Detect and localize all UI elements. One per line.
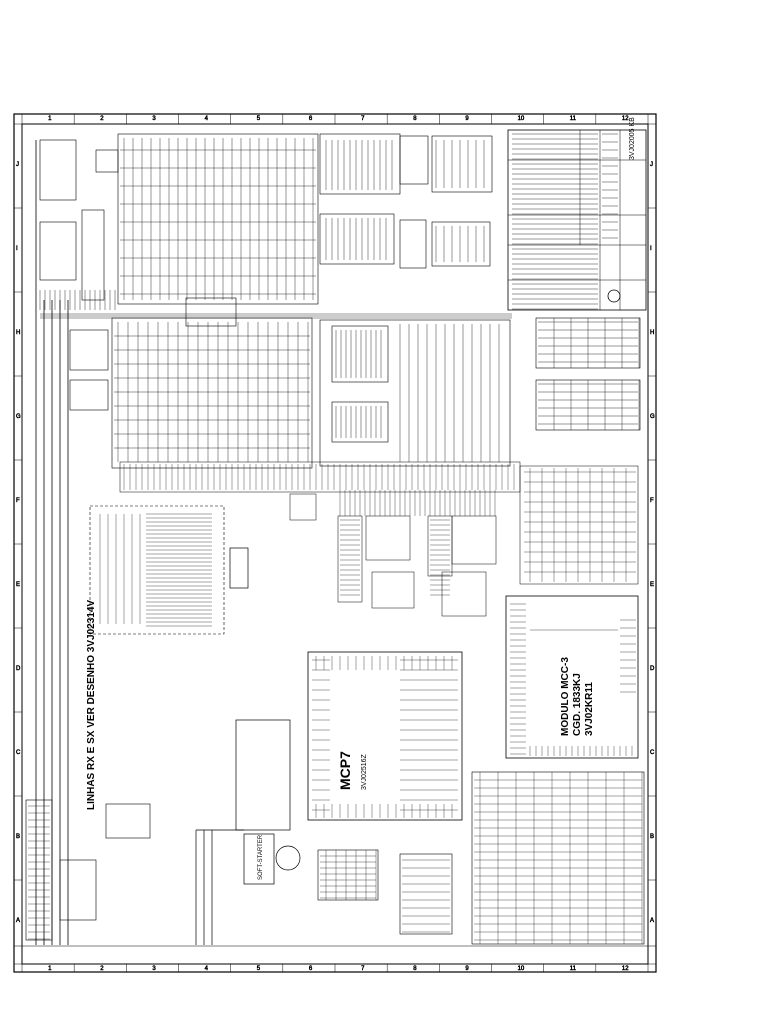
grid-number-top: 5 [257,116,261,122]
grid-number-bottom: 6 [309,966,313,972]
grid-number-top: 9 [465,116,469,122]
grid-number-bottom: 9 [465,966,469,972]
grid-letter-right: B [650,834,654,840]
grid-letter-left: J [16,162,19,168]
grid-number-top: 12 [622,116,629,122]
middle-control-section [69,297,641,469]
grid-letter-left: C [16,750,21,756]
title-block-code: 3VJ02005 KB [629,117,636,160]
grid-number-bottom: 5 [257,966,261,972]
mcp7-code: 3VJ02516Z [361,753,368,790]
grid-number-bottom: 12 [622,966,629,972]
grid-number-bottom: 10 [518,966,525,972]
module-code2: 3VJ02KR11 [584,682,595,736]
grid-letter-right: E [650,582,654,588]
power-bus-lines [35,140,69,945]
grid-number-top: 10 [518,116,525,122]
grid-letter-left: D [16,666,21,672]
grid-letter-left: H [16,330,20,336]
soft-starter-area [195,547,301,945]
grid-letter-left: E [16,582,20,588]
grid-number-top: 7 [361,116,365,122]
grid-number-bottom: 7 [361,966,365,972]
grid-letter-left: I [16,246,18,252]
grid-number-top: 2 [100,116,104,122]
grid-number-bottom: 2 [100,966,104,972]
grid-number-top: 6 [309,116,313,122]
lines-note: LINHAS RX E SX VER DESENHO 3VJ02314V [86,600,97,810]
outer-border [13,113,657,973]
grid-number-top: 3 [152,116,156,122]
grid-letter-right: D [650,666,655,672]
grid-number-top: 11 [570,116,577,122]
grid-letter-right: C [650,750,655,756]
grid-letter-left: G [16,414,21,420]
mcc3-module: MODULO MCC-3 CGD. 1833KJ 3VJ02KR11 [505,595,639,759]
grid-letter-left: A [16,918,20,924]
grid-number-bottom: 3 [152,966,156,972]
grid-letter-left: B [16,834,20,840]
grid-letter-right: F [650,498,654,504]
grid-number-bottom: 8 [413,966,417,972]
grid-number-bottom: 1 [48,966,52,972]
grid-number-top: 4 [205,116,209,122]
module-title: MODULO MCC-3 [560,657,571,736]
bottom-tables [25,771,645,945]
grid-number-top: 1 [48,116,52,122]
upper-control-section [39,133,493,305]
grid-letter-right: G [650,414,655,420]
softstarter-label: SOFT-STARTER [258,834,264,880]
mcp7-board: MCP7 3VJ02516Z [307,651,463,821]
terminal-row [119,461,639,617]
grid-number-bottom: 11 [570,966,577,972]
grid-letter-right: I [650,246,652,252]
grid-letter-left: F [16,498,20,504]
grid-letter-right: J [650,162,653,168]
grid-letter-right: H [650,330,654,336]
grid-number-top: 8 [413,116,417,122]
module-code1: CGD. 1833KJ [572,673,583,736]
dashed-module [89,505,225,635]
grid-letter-right: A [650,918,654,924]
mcp7-title: MCP7 [337,751,353,790]
grid-number-bottom: 4 [205,966,209,972]
title-block: 3VJ02005 KB [507,117,647,311]
